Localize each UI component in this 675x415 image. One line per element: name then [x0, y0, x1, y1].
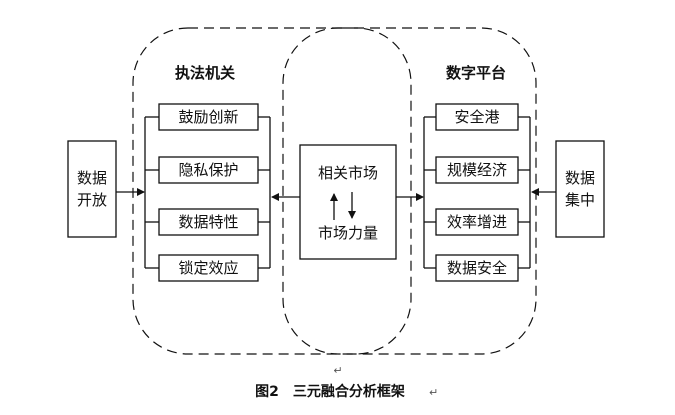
- relevant-market-label: 相关市场: [318, 164, 378, 182]
- svg-text:集中: 集中: [565, 191, 595, 209]
- data-concentration-box: 数据 集中: [555, 140, 605, 238]
- svg-text:规模经济: 规模经济: [447, 161, 507, 179]
- svg-text:隐私保护: 隐私保护: [178, 161, 238, 179]
- svg-text:数据安全: 数据安全: [447, 259, 507, 277]
- law-item-data-characteristics: 数据特性: [158, 208, 259, 236]
- platform-bracket: [423, 116, 531, 269]
- law-bracket: [144, 116, 271, 269]
- svg-text:效率增进: 效率增进: [447, 213, 507, 231]
- figure-caption: 图2 三元融合分析框架: [255, 383, 405, 400]
- law-enforcement-group-outline: [132, 27, 412, 355]
- svg-text:锁定效应: 锁定效应: [178, 259, 238, 277]
- market-power-label: 市场力量: [318, 224, 378, 242]
- svg-text:数据: 数据: [77, 169, 107, 187]
- platform-item-economies-of-scale: 规模经济: [435, 156, 519, 184]
- paragraph-mark: ↵: [333, 364, 342, 377]
- data-open-box: 数据 开放: [67, 140, 117, 238]
- svg-text:开放: 开放: [77, 191, 107, 209]
- svg-text:数据: 数据: [565, 169, 595, 187]
- svg-text:安全港: 安全港: [454, 108, 499, 126]
- digital-platform-title: 数字平台: [446, 64, 506, 82]
- platform-item-data-security: 数据安全: [435, 254, 519, 282]
- law-item-encourage-innovation: 鼓励创新: [158, 103, 259, 131]
- platform-item-efficiency-gains: 效率增进: [435, 208, 519, 236]
- svg-text:数据特性: 数据特性: [178, 213, 238, 231]
- svg-text:鼓励创新: 鼓励创新: [178, 108, 238, 126]
- law-item-lock-in-effect: 锁定效应: [158, 254, 259, 282]
- center-market-box: 相关市场 市场力量: [299, 144, 397, 260]
- platform-item-safe-harbor: 安全港: [435, 103, 519, 131]
- caption-paragraph-mark: ↵: [429, 386, 438, 399]
- law-item-privacy-protection: 隐私保护: [158, 156, 259, 184]
- law-enforcement-title: 执法机关: [175, 64, 235, 82]
